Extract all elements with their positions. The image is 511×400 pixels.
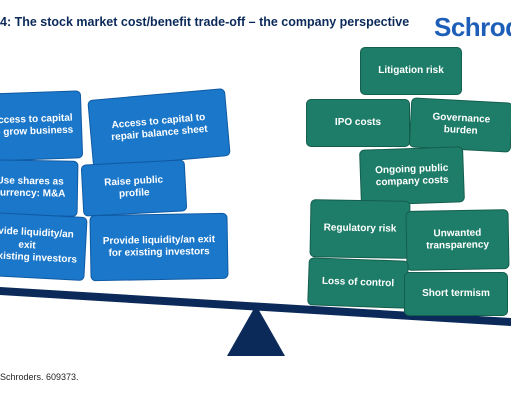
cost-label: Short termism bbox=[422, 287, 490, 299]
benefit-label: Access to capital to repair balance shee… bbox=[110, 111, 209, 144]
cost-box-ongoing-public-costs: Ongoing public company costs bbox=[359, 146, 465, 206]
benefit-box-liquidity-exit: Provide liquidity/an exit for existing i… bbox=[89, 212, 229, 282]
cost-label: Governance burden bbox=[432, 111, 491, 137]
cost-label: Litigation risk bbox=[378, 64, 444, 76]
benefit-label: Use shares as currency: M&A bbox=[0, 174, 66, 200]
benefit-box-shares-currency: Use shares as currency: M&A bbox=[0, 159, 79, 217]
cost-label: Loss of control bbox=[321, 275, 395, 290]
benefit-label: Access to capital to grow business bbox=[0, 112, 74, 139]
cost-box-short-termism: Short termism bbox=[404, 272, 508, 316]
schroders-logo: Schrod bbox=[434, 12, 511, 42]
benefit-label: Provide liquidity/an exit for existing i… bbox=[102, 233, 216, 259]
page-title: 4: The stock market cost/benefit trade-o… bbox=[0, 15, 410, 29]
cost-label: Ongoing public company costs bbox=[374, 162, 449, 189]
cost-box-loss-of-control: Loss of control bbox=[307, 257, 409, 309]
cost-box-litigation-risk: Litigation risk bbox=[360, 47, 462, 95]
cost-label: IPO costs bbox=[334, 116, 382, 128]
fulcrum-triangle bbox=[227, 305, 285, 356]
cost-box-ipo-costs: IPO costs bbox=[306, 99, 410, 147]
cost-box-unwanted-transparency: Unwanted transparency bbox=[405, 209, 510, 271]
benefit-label: Raise public profile bbox=[103, 173, 164, 200]
benefit-box-grow-business: Access to capital to grow business bbox=[0, 90, 84, 162]
benefit-box-public-profile: Raise public profile bbox=[80, 159, 188, 217]
benefit-label: Provide liquidity/an exit for existing i… bbox=[0, 224, 78, 266]
benefit-box-liquidity-exit-left: Provide liquidity/an exit for existing i… bbox=[0, 210, 88, 282]
cost-label: Regulatory risk bbox=[323, 222, 397, 235]
cost-label: Unwanted transparency bbox=[426, 227, 490, 252]
source-note: Schroders. 609373. bbox=[0, 372, 79, 382]
cost-box-governance-burden: Governance burden bbox=[408, 97, 511, 153]
benefit-box-repair-balance-sheet: Access to capital to repair balance shee… bbox=[87, 88, 231, 168]
cost-box-regulatory-risk: Regulatory risk bbox=[309, 199, 411, 259]
